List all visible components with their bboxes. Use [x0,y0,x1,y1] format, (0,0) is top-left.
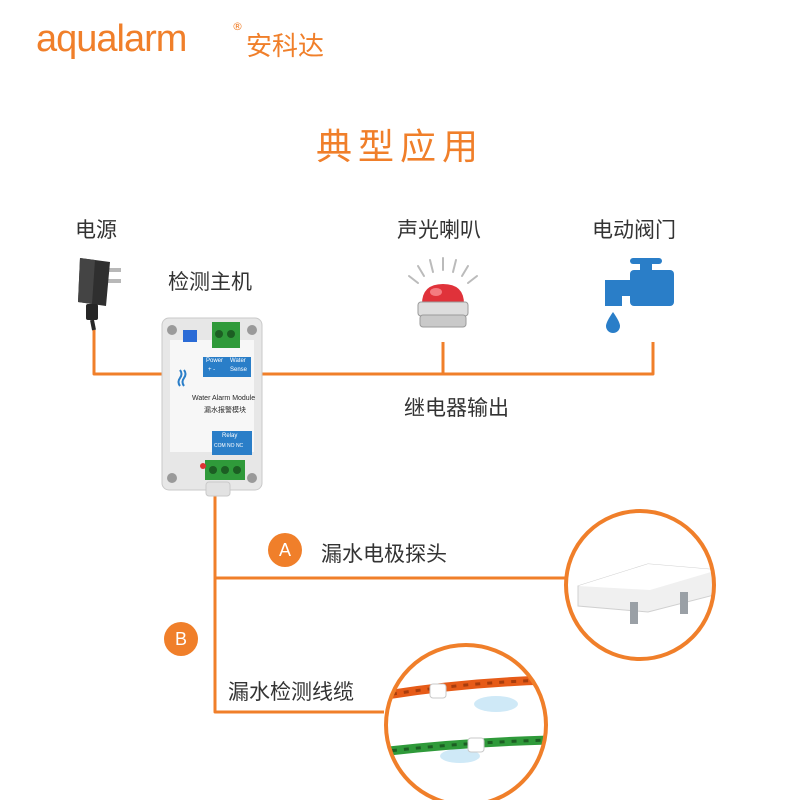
sensor-trunk-wire [213,495,384,714]
module-sense-label: Sense [230,367,248,373]
speaker-label: 声光喇叭 [397,218,481,242]
alarm-light-icon [408,257,478,328]
faucet-icon [605,258,674,306]
module-power-polarity: + - [208,367,216,373]
water-alarm-module [161,317,263,497]
module-relay-label: Relay [222,433,238,439]
module-name-en: Water Alarm Module [192,395,256,402]
relay-output-label: 继电器输出 [404,396,509,420]
page-title: 典型应用 [315,127,484,168]
host-label: 检测主机 [168,270,252,294]
badge-a: A [268,533,302,567]
probe-bubble [564,509,716,661]
cable-bubble [384,643,548,800]
water-drop-icon [606,312,620,333]
power-wire [92,330,165,376]
valve-label: 电动阀门 [592,218,676,242]
cable-label: 漏水检测线缆 [228,680,354,704]
power-label: 电源 [75,218,117,242]
brand-chinese-name: 安科达 [246,32,325,62]
leak-cable-image [386,675,546,763]
module-relay-terminals: COM NO NC [214,443,244,449]
connection-wires [92,330,655,714]
module-power-label: Power [206,358,224,364]
module-name-cn: 漏水报警模块 [204,407,246,414]
power-adapter-icon [78,258,121,331]
relay-output-wire [262,342,655,376]
badge-b: B [164,622,198,656]
leak-probe-image [577,563,714,624]
probe-label: 漏水电极探头 [321,542,447,566]
module-water-label: Water [230,358,246,364]
brand-logo: aqualarm [36,18,187,60]
brand-registered-mark: ® [232,20,243,33]
